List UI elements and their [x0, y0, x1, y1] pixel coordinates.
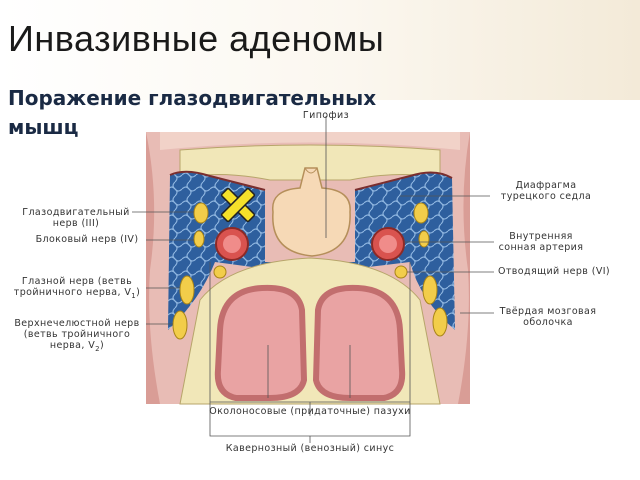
nerve-IV-left	[193, 230, 205, 248]
label-maxillary: Верхнечелюстной нерв (ветвь тройничного …	[14, 318, 140, 353]
x-mark-icon	[220, 187, 256, 223]
label-sinuses: Околоносовые (придаточные) пазухи	[209, 406, 411, 417]
nerve-V1-left	[179, 275, 195, 305]
label-trochlear: Блоковый нерв (IV)	[35, 234, 139, 245]
nerve-VI-right	[394, 265, 408, 279]
brain-tissue	[160, 132, 460, 150]
slide-title: Инвазивные аденомы	[8, 18, 385, 59]
pituitary-gland	[272, 167, 351, 257]
nerve-VI-left	[213, 265, 227, 279]
label-cavernous: Кавернозный (венозный) синус	[225, 443, 395, 454]
label-ophthalmic: Глазной нерв (ветвь тройничного нерва, V…	[13, 276, 141, 300]
slide-subtitle: Поражение глазодвигательных мышц	[8, 86, 377, 139]
label-abducens: Отводящий нерв (VI)	[498, 266, 611, 277]
title-band	[0, 0, 640, 100]
nerve-V2-right	[432, 307, 448, 337]
nerve-III-right	[413, 202, 429, 224]
nerve-III-left	[193, 202, 209, 224]
sinus-right	[312, 284, 406, 401]
nerve-IV-right	[418, 230, 430, 248]
nerve-V2-left	[172, 310, 188, 340]
nerve-V1-right	[422, 275, 438, 305]
label-hypophysis: Гипофиз	[302, 110, 350, 121]
sinus-left	[214, 284, 308, 401]
